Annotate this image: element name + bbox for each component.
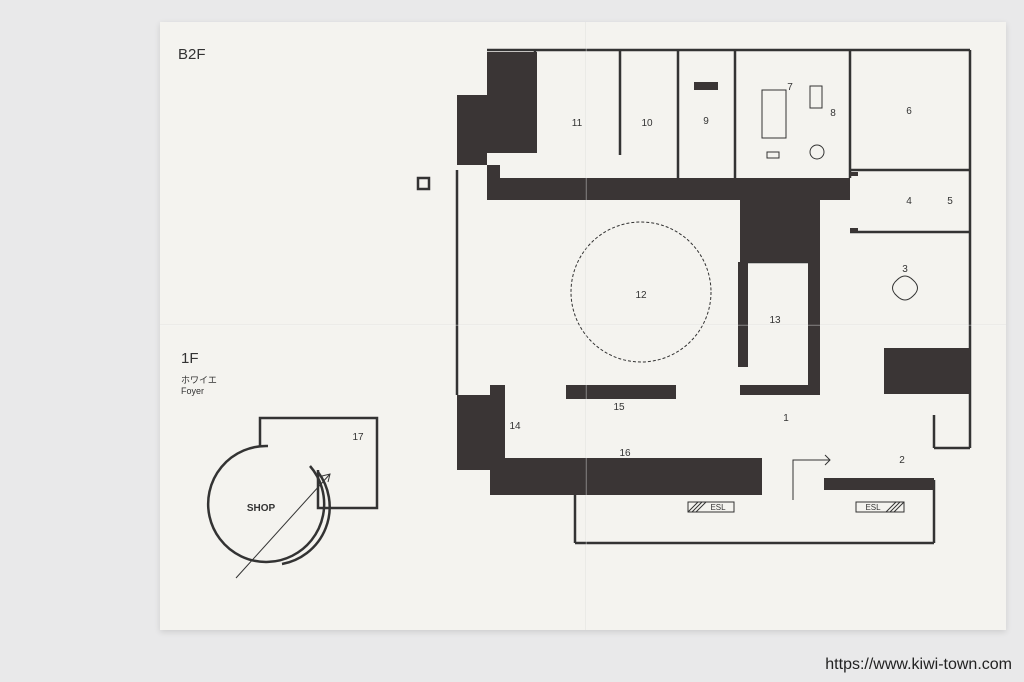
- shop-label: SHOP: [247, 503, 276, 514]
- esl-label-left: ESL: [710, 503, 726, 512]
- room-7: 7: [787, 82, 793, 93]
- foyer-label-en: Foyer: [181, 386, 205, 396]
- watermark-url: https://www.kiwi-town.com: [825, 656, 1012, 673]
- room-10: 10: [641, 118, 653, 129]
- room-2: 2: [899, 455, 905, 466]
- thick-walls: [457, 52, 970, 495]
- room-14: 14: [509, 421, 521, 432]
- room-16: 16: [619, 448, 631, 459]
- escalator-left: ESL: [687, 501, 735, 513]
- foyer-label-ja: ホワイエ: [181, 375, 217, 385]
- room-9: 9: [703, 116, 709, 127]
- map-sheet: [160, 22, 1006, 630]
- room-5: 5: [947, 196, 953, 207]
- floor-title-1f: 1F: [181, 350, 199, 367]
- floor-title-b2f: B2F: [178, 46, 206, 63]
- shop-arrow: [235, 473, 331, 579]
- outline-walls: [416, 48, 972, 545]
- room-13: 13: [769, 315, 781, 326]
- exhibit-shapes: [570, 85, 918, 363]
- room-labels: 11 10 9 7 8 6 4 5 3 12 13 15 1 14 16 2 1…: [247, 82, 953, 514]
- room-6: 6: [906, 106, 912, 117]
- room-11: 11: [572, 118, 583, 129]
- room-12: 12: [635, 290, 647, 301]
- paper-fold-horizontal: [160, 324, 1006, 326]
- room-4: 4: [906, 196, 912, 207]
- paper-fold-vertical: [585, 22, 587, 630]
- esl-label-right: ESL: [865, 503, 881, 512]
- room-1: 1: [783, 413, 789, 424]
- escalator-right: ESL: [855, 501, 905, 513]
- direction-arrow: [792, 454, 831, 500]
- room-15: 15: [613, 402, 625, 413]
- room-17: 17: [352, 432, 364, 443]
- room-3: 3: [902, 264, 908, 275]
- room-8: 8: [830, 108, 836, 119]
- shop-outline: [206, 416, 379, 566]
